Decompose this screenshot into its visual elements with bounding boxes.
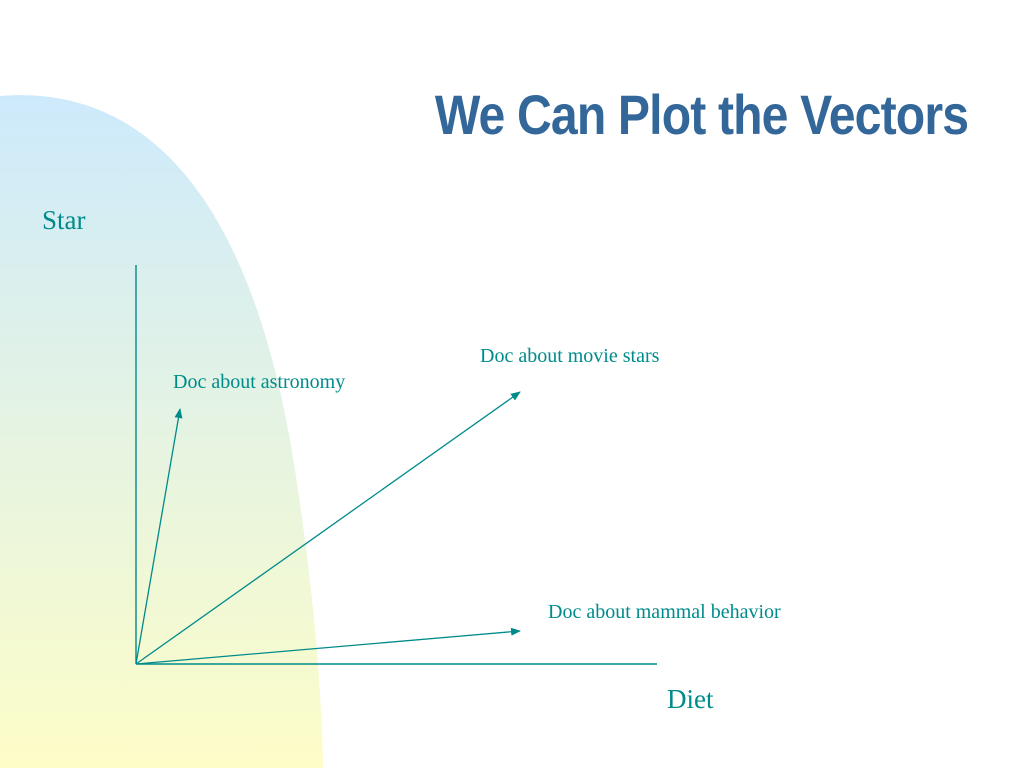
y-axis-label: Star: [42, 205, 86, 235]
x-axis-label: Diet: [667, 684, 714, 714]
vector-astronomy-arrow: [135, 408, 183, 665]
vector-mammal-behavior-arrow: [135, 627, 521, 665]
vector-label-mammal-behavior: Doc about mammal behavior: [548, 601, 781, 623]
vector-label-movie-stars: Doc about movie stars: [480, 345, 660, 367]
vector-movie-stars-arrow: [135, 391, 521, 665]
slide-title: We Can Plot the Vectors: [434, 83, 969, 146]
vector-label-astronomy: Doc about astronomy: [173, 371, 345, 393]
